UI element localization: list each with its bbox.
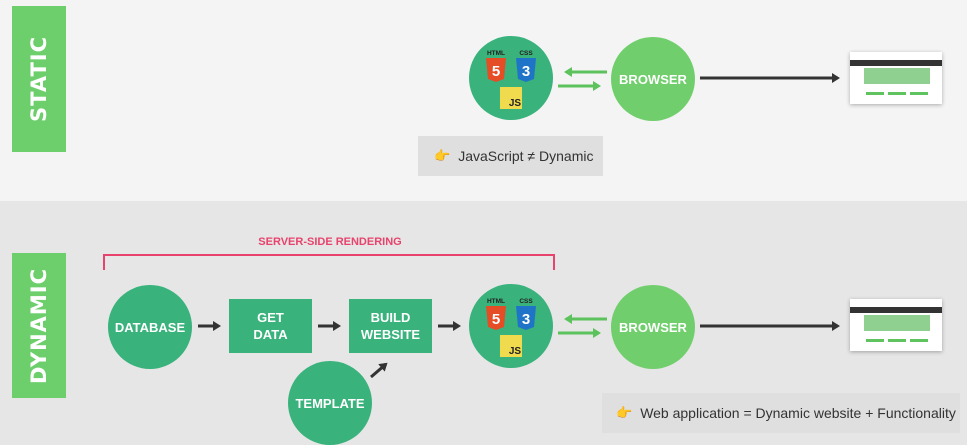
html-caption: HTML <box>487 50 505 57</box>
js-caption: JS <box>509 98 522 109</box>
html-css-js-icon: HTML 5 CSS 3 JS <box>486 298 536 357</box>
arrow-template-to-build <box>370 362 388 379</box>
website-thumbnail-dynamic <box>850 299 942 351</box>
html-digit: 5 <box>492 311 500 328</box>
js-caption: JS <box>509 346 522 357</box>
static-note: 👉 JavaScript ≠ Dynamic <box>418 136 603 176</box>
dynamic-note: 👉 Web application = Dynamic website + Fu… <box>602 393 960 433</box>
ssr-bracket <box>103 254 555 270</box>
css-caption: CSS <box>519 50 533 57</box>
pointing-hand-icon: 👉 <box>434 148 451 163</box>
dynamic-label: DYNAMIC <box>12 253 66 398</box>
css-caption: CSS <box>519 298 533 305</box>
template-node: TEMPLATE <box>288 361 372 445</box>
css-digit: 3 <box>522 311 530 328</box>
browser-node-static: BROWSER <box>611 37 695 121</box>
browser-node-dynamic: BROWSER <box>611 285 695 369</box>
css-digit: 3 <box>522 63 530 80</box>
pointing-hand-icon: 👉 <box>616 405 633 420</box>
database-node: DATABASE <box>108 285 192 369</box>
ssr-label: SERVER-SIDE RENDERING <box>258 236 402 248</box>
html-caption: HTML <box>487 298 505 305</box>
website-thumbnail-static <box>850 52 942 104</box>
html-digit: 5 <box>492 63 500 80</box>
static-label: STATIC <box>12 6 66 152</box>
html-css-js-icon: HTML 5 CSS 3 JS <box>486 50 536 109</box>
